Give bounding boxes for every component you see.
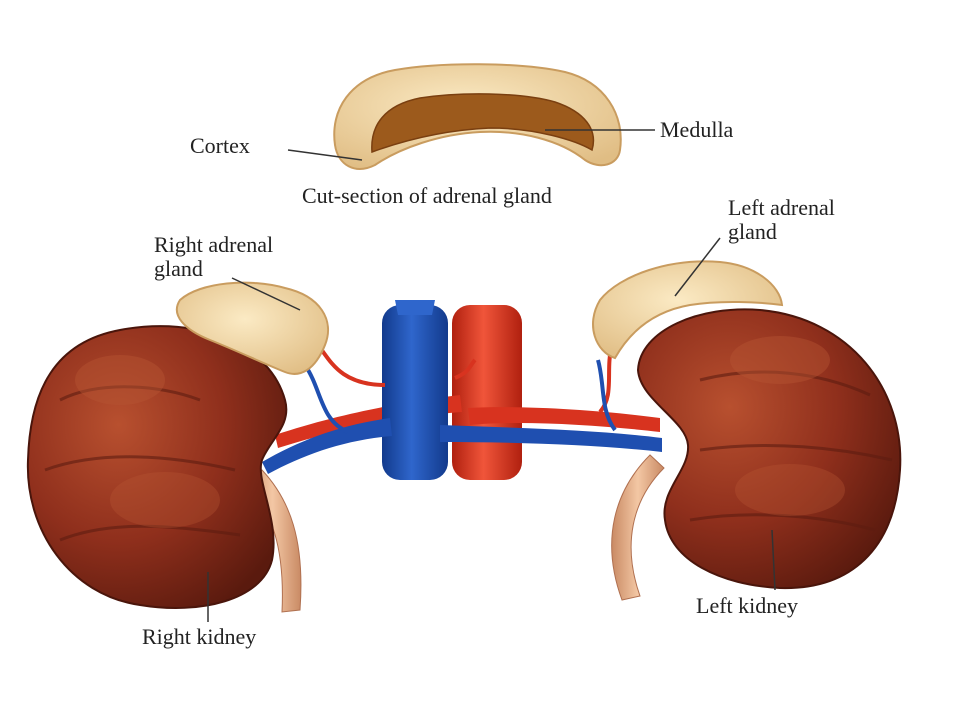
medulla-label: Medulla bbox=[660, 117, 734, 142]
right-kidney-label: Right kidney bbox=[142, 624, 257, 649]
left-adrenal-label: Left adrenal gland bbox=[728, 196, 835, 244]
cortex-label: Cortex bbox=[190, 133, 250, 158]
left-adrenal-label-line2: gland bbox=[728, 219, 777, 244]
cut-section-caption: Cut-section of adrenal gland bbox=[302, 183, 552, 208]
left-kidney bbox=[636, 308, 902, 590]
left-adrenal-gland bbox=[592, 260, 784, 360]
right-kidney bbox=[26, 325, 288, 609]
left-kidney-label: Left kidney bbox=[696, 593, 799, 618]
right-adrenal-label-line2: gland bbox=[154, 256, 203, 281]
adrenal-medulla-shape bbox=[371, 93, 595, 154]
left-kidney-leader bbox=[771, 529, 776, 591]
left-adrenal-vein bbox=[596, 359, 617, 432]
left-adrenal-leader bbox=[674, 237, 721, 297]
inferior-vena-cava bbox=[262, 300, 662, 480]
left-ureter bbox=[611, 454, 665, 601]
adrenal-cross-section bbox=[333, 63, 622, 170]
cortex-leader bbox=[287, 149, 363, 161]
right-adrenal-leader bbox=[231, 277, 301, 311]
right-adrenal-label: Right adrenal gland bbox=[154, 233, 273, 281]
right-adrenal-label-line1: Right adrenal bbox=[154, 232, 274, 257]
right-adrenal-artery bbox=[316, 343, 386, 387]
leader-lines bbox=[207, 129, 776, 622]
left-adrenal-label-line1: Left adrenal bbox=[728, 195, 835, 220]
right-adrenal-vein bbox=[303, 363, 349, 434]
small-artery-branch bbox=[454, 358, 477, 380]
